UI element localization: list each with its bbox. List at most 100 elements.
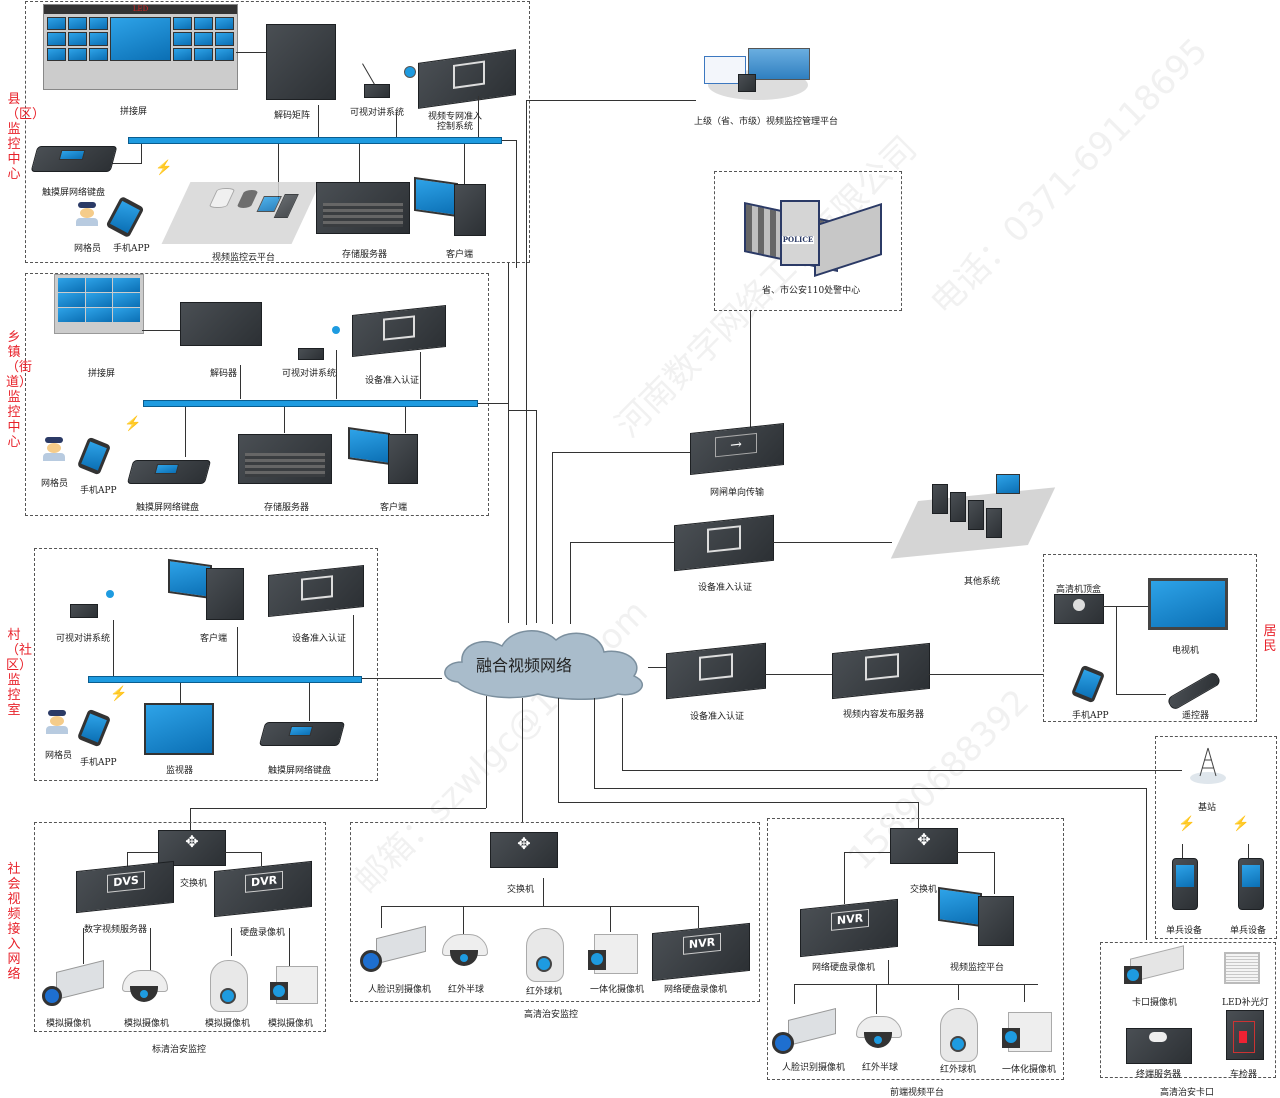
touch-keyboard-icon bbox=[30, 146, 118, 172]
integrated-camera-icon bbox=[588, 932, 638, 976]
label: 网格员 bbox=[41, 479, 69, 489]
intercom-icon bbox=[58, 580, 118, 620]
label: 人脸识别摄像机 bbox=[368, 985, 432, 995]
checkpoint-box bbox=[1100, 942, 1276, 1078]
label: 手机APP bbox=[113, 244, 150, 254]
label: 红外半球 bbox=[448, 985, 485, 995]
label: 可视对讲系统 bbox=[56, 634, 111, 644]
label: 其他系统 bbox=[964, 577, 1001, 587]
core-network-label: 融合视频网络 bbox=[476, 656, 573, 675]
label: 拼接屏 bbox=[120, 107, 148, 117]
label: 可视对讲系统 bbox=[350, 108, 405, 118]
resident-label: 居民 bbox=[1263, 624, 1277, 654]
label: 视频监控云平台 bbox=[212, 253, 276, 263]
touch-keyboard-icon bbox=[258, 722, 346, 746]
wireless-signal-icon: ⚡ bbox=[110, 686, 128, 702]
upper-platform-icon bbox=[698, 44, 812, 104]
network-switch-icon: ✥ bbox=[890, 828, 958, 864]
face-recognition-camera-icon bbox=[360, 925, 426, 974]
label: 卡口摄像机 bbox=[1132, 998, 1178, 1008]
led-bar: LED bbox=[44, 5, 237, 14]
label: 监视器 bbox=[166, 766, 194, 776]
label: 交换机 bbox=[507, 885, 535, 895]
network-switch-icon: ✥ bbox=[490, 832, 558, 868]
publish-server-icon bbox=[832, 642, 930, 700]
label: 客户端 bbox=[380, 503, 408, 513]
label: 触摸屏网络键盘 bbox=[42, 188, 106, 198]
core-network-cloud bbox=[444, 630, 643, 700]
label: 上级（省、市级）视频监控管理平台 bbox=[694, 117, 839, 127]
wireless-signal-icon: ⚡ bbox=[124, 416, 142, 432]
village-room-box bbox=[34, 548, 378, 781]
label: 红外半球 bbox=[862, 1063, 899, 1073]
splice-screen-wall: LED bbox=[43, 4, 238, 90]
vehicle-detector-icon bbox=[1226, 1010, 1264, 1060]
walkie-talkie-icon bbox=[1238, 858, 1264, 910]
dome-camera-icon bbox=[122, 970, 168, 1006]
set-top-box-icon bbox=[1054, 594, 1104, 624]
social-access-label: 社会视频接入网络 bbox=[7, 862, 21, 982]
label: 存储服务器 bbox=[264, 503, 310, 513]
label: 拼接屏 bbox=[88, 369, 116, 379]
label: 交换机 bbox=[910, 885, 938, 895]
label: 数字视频服务器 bbox=[84, 925, 148, 935]
label: 设备准入认证 bbox=[292, 634, 347, 644]
label: 网络硬盘录像机 bbox=[664, 985, 728, 995]
decode-matrix-icon bbox=[266, 24, 336, 100]
label: 电视机 bbox=[1172, 646, 1200, 656]
hd-security-title: 高清治安监控 bbox=[524, 1010, 579, 1020]
label: 模拟摄像机 bbox=[124, 1019, 170, 1029]
storage-server-icon bbox=[316, 182, 410, 234]
label: 省、市公安110处警中心 bbox=[762, 286, 861, 296]
integrated-camera-icon bbox=[1002, 1010, 1052, 1054]
police-sign: POLICE bbox=[782, 235, 814, 244]
client-computer-icon bbox=[168, 558, 244, 620]
walkie-talkie-icon bbox=[1172, 858, 1198, 910]
nvr-device-icon: NVR bbox=[652, 922, 750, 982]
label: 网闸单向传输 bbox=[710, 488, 765, 498]
label: 终端服务器 bbox=[1136, 1070, 1182, 1080]
decoder-icon bbox=[180, 302, 262, 346]
label: 解码器 bbox=[210, 369, 238, 379]
county-bus bbox=[128, 137, 502, 144]
label: 设备准入认证 bbox=[690, 712, 745, 722]
frontend-title: 前端视频平台 bbox=[890, 1088, 945, 1098]
storage-server-icon bbox=[238, 434, 332, 484]
monitor-icon bbox=[144, 703, 214, 755]
label: 红外球机 bbox=[526, 987, 563, 997]
ir-dome-camera-icon bbox=[442, 934, 488, 970]
monitoring-platform-computer-icon bbox=[938, 886, 1014, 946]
label: 视频内容发布服务器 bbox=[843, 710, 925, 720]
label: 客户端 bbox=[200, 634, 228, 644]
label: 存储服务器 bbox=[342, 250, 388, 260]
label: 网格员 bbox=[74, 244, 102, 254]
label: 模拟摄像机 bbox=[205, 1019, 251, 1029]
label: 解码矩阵 bbox=[274, 111, 311, 121]
label: 红外球机 bbox=[940, 1065, 977, 1075]
base-station-box bbox=[1155, 736, 1277, 939]
intercom-icon bbox=[360, 62, 416, 98]
frontend-platform-box bbox=[767, 818, 1064, 1080]
label: 基站 bbox=[1198, 803, 1217, 813]
town-bus bbox=[143, 400, 478, 407]
label: LED补光灯 bbox=[1222, 998, 1269, 1008]
label: 网络硬盘录像机 bbox=[812, 963, 876, 973]
village-bus bbox=[88, 676, 362, 683]
police-center-box bbox=[714, 171, 902, 311]
label: 手机APP bbox=[80, 758, 117, 768]
intercom-icon bbox=[288, 322, 340, 362]
ir-ptz-camera-icon bbox=[522, 920, 566, 982]
label: 一体化摄像机 bbox=[1002, 1065, 1057, 1075]
ptz-camera-icon bbox=[206, 954, 250, 1012]
sd-security-box bbox=[34, 822, 326, 1032]
grid-staff-avatar bbox=[43, 437, 65, 463]
terminal-server-icon bbox=[1126, 1028, 1192, 1064]
label: 单兵设备 bbox=[1230, 926, 1267, 936]
watermark: 电话：0371-69118695 bbox=[923, 30, 1216, 324]
label: 手机APP bbox=[80, 486, 117, 496]
network-switch-icon: ✥ bbox=[158, 830, 226, 866]
wireless-signal-icon: ⚡ bbox=[1178, 816, 1196, 832]
ir-dome-camera-icon bbox=[856, 1016, 902, 1052]
box-camera-icon bbox=[42, 960, 104, 1008]
face-recognition-camera-icon bbox=[772, 1008, 836, 1056]
